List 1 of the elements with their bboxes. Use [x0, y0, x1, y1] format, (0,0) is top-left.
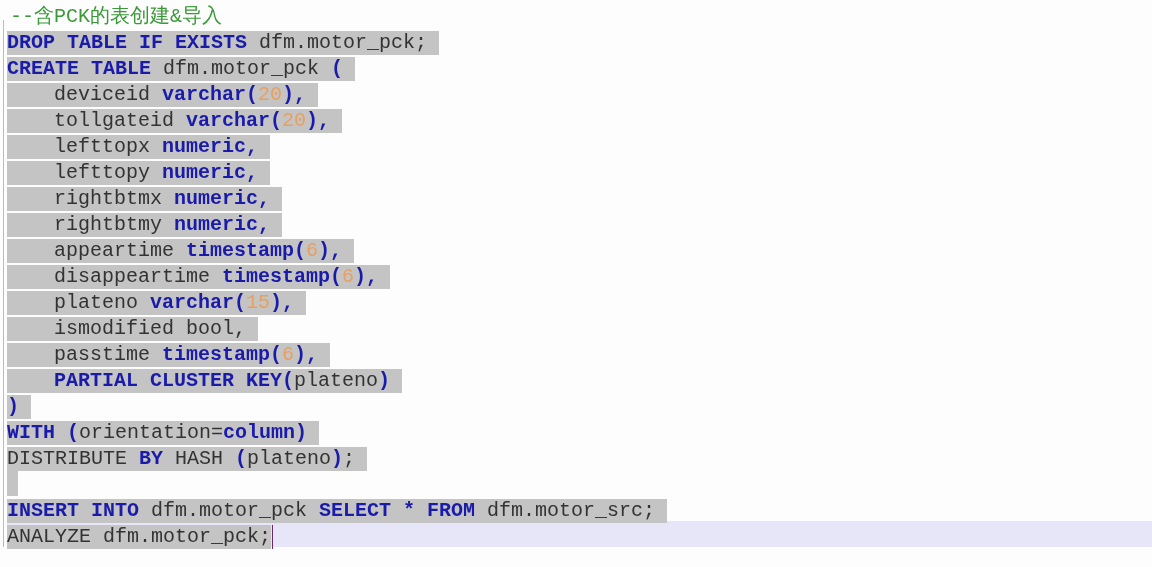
code-comment: --含PCK的表创建&导入 [10, 5, 223, 29]
